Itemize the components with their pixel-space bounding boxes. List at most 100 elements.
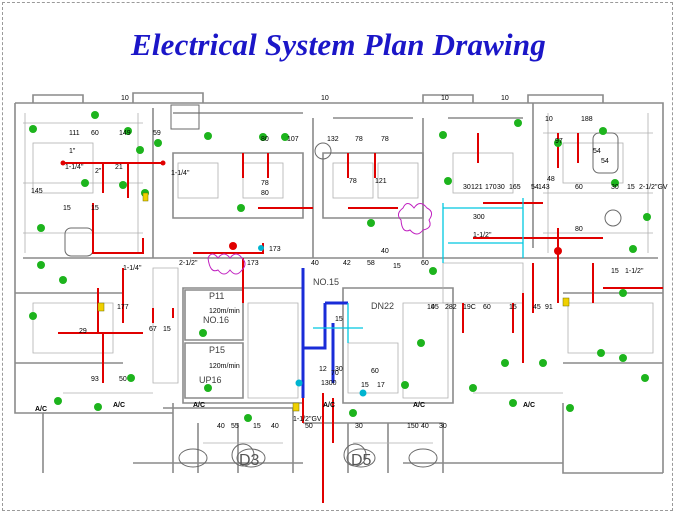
dimension-label: 15 <box>335 316 343 323</box>
dimension-label: 40 <box>311 260 319 267</box>
dimension-label: 54 <box>601 158 609 165</box>
dimension-label: 12 <box>319 366 327 373</box>
dimension-label: 15 <box>253 423 261 430</box>
dimension-label: 40 <box>381 248 389 255</box>
dimension-label: 1-1/4" <box>171 170 190 177</box>
dimension-label: 10 <box>321 95 329 102</box>
dimension-label: 2-1/2"GV <box>639 184 668 191</box>
dimension-label: 145 <box>31 188 43 195</box>
dimension-label: 15 <box>163 326 171 333</box>
dimension-label: 60 <box>91 130 99 137</box>
dimension-label: 54 <box>531 184 539 191</box>
dimension-label: 1-1/2"GV <box>293 416 322 423</box>
dimension-label: 1" <box>69 148 76 155</box>
page-title: Electrical System Plan Drawing <box>130 27 547 62</box>
dimension-label: 10 <box>545 116 553 123</box>
dimension-label: 2" <box>95 168 102 175</box>
dimension-label: A/C <box>523 402 535 409</box>
dimension-label: A/C <box>193 402 205 409</box>
dimension-label: 107 <box>287 136 299 143</box>
dimension-label: 80 <box>575 226 583 233</box>
dimension-label: 143 <box>538 184 550 191</box>
dimension-label: 40 <box>217 423 225 430</box>
dimension-label: 60 <box>575 184 583 191</box>
dimension-label: A/C <box>113 402 125 409</box>
dimension-label: 30 <box>439 423 447 430</box>
dimension-label: 170 <box>485 184 497 191</box>
dimension-label: UP16 <box>199 375 222 385</box>
dimension-label: 2-1/2" <box>179 260 198 267</box>
dimension-label: 120m/min <box>209 308 240 315</box>
dimension-label: 15 <box>509 304 517 311</box>
dimension-label: 42 <box>343 260 351 267</box>
dimension-label: 78 <box>349 178 357 185</box>
dimension-label: NO.16 <box>203 315 229 325</box>
dimension-label: 91 <box>545 304 553 311</box>
dimension-label: 60 <box>371 368 379 375</box>
dimension-label: 21 <box>115 164 123 171</box>
dimension-label: 54 <box>593 148 601 155</box>
dimension-label: 48 <box>547 176 555 183</box>
dimension-label: 121 <box>375 178 387 185</box>
dimension-label: 1-1/2" <box>473 232 492 239</box>
dimension-label: 1-1/2" <box>625 268 644 275</box>
dimension-label: 10 <box>121 95 129 102</box>
dimension-label: 165 <box>509 184 521 191</box>
dimension-label: 58 <box>367 260 375 267</box>
dimension-label: 19C <box>463 304 476 311</box>
dimension-label: 78 <box>261 180 269 187</box>
dimension-label: 55 <box>231 423 239 430</box>
dimension-label: 1-1/4" <box>65 164 84 171</box>
dimension-label: 15 <box>627 184 635 191</box>
cyan-circuits <box>313 198 524 343</box>
dimension-label: 150 <box>407 423 419 430</box>
dimension-label: 50 <box>119 376 127 383</box>
dimension-label: 30 <box>611 184 619 191</box>
dimension-label: 17 <box>377 382 385 389</box>
dimension-label: A/C <box>35 406 47 413</box>
dimension-label: 173 <box>269 246 281 253</box>
dimension-label: 30 <box>335 366 343 373</box>
yellow-points <box>97 192 570 412</box>
dimension-label: 188 <box>581 116 593 123</box>
dimension-label: 67 <box>149 326 157 333</box>
dimension-label: 15 <box>63 205 71 212</box>
cyan-points <box>258 245 367 397</box>
dimension-label: 149 <box>119 130 131 137</box>
dimension-label: 15 <box>91 205 99 212</box>
dimension-label: A/C <box>323 402 335 409</box>
dimension-label: 300 <box>473 214 485 221</box>
dimension-label: 60 <box>421 260 429 267</box>
revision-clouds <box>207 203 433 275</box>
dimension-label: 132 <box>327 136 339 143</box>
red-points <box>60 160 562 255</box>
dimension-label: 282 <box>445 304 457 311</box>
dimension-label: 80 <box>261 136 269 143</box>
dimension-label: 59 <box>153 130 161 137</box>
dimension-label: 15 <box>393 263 401 270</box>
dimension-label: 10 <box>427 304 435 311</box>
dimension-label: 50 <box>305 423 313 430</box>
walls <box>14 92 664 474</box>
blue-circuits <box>301 268 348 398</box>
dimension-label: 121 <box>471 184 483 191</box>
dimension-label: 40 <box>421 423 429 430</box>
green-outlets <box>29 111 651 422</box>
dimension-label: 45 <box>431 304 439 311</box>
dimension-label: 30 <box>463 184 471 191</box>
dimension-label: 70 <box>331 370 339 377</box>
dimension-label: 10 <box>501 95 509 102</box>
dimension-label: 30 <box>497 184 505 191</box>
dimension-label: 80 <box>261 190 269 197</box>
dimension-label: 45 <box>533 304 541 311</box>
dimension-label: DN22 <box>371 301 394 311</box>
dimension-label: 10 <box>441 95 449 102</box>
dimension-label: 173 <box>247 260 259 267</box>
dimension-label: 30 <box>355 423 363 430</box>
dimension-label: 177 <box>117 304 129 311</box>
dimension-label: 15 <box>611 268 619 275</box>
dimension-label: 78 <box>381 136 389 143</box>
red-circuits <box>58 133 663 503</box>
plumbing-fixtures <box>64 104 622 468</box>
